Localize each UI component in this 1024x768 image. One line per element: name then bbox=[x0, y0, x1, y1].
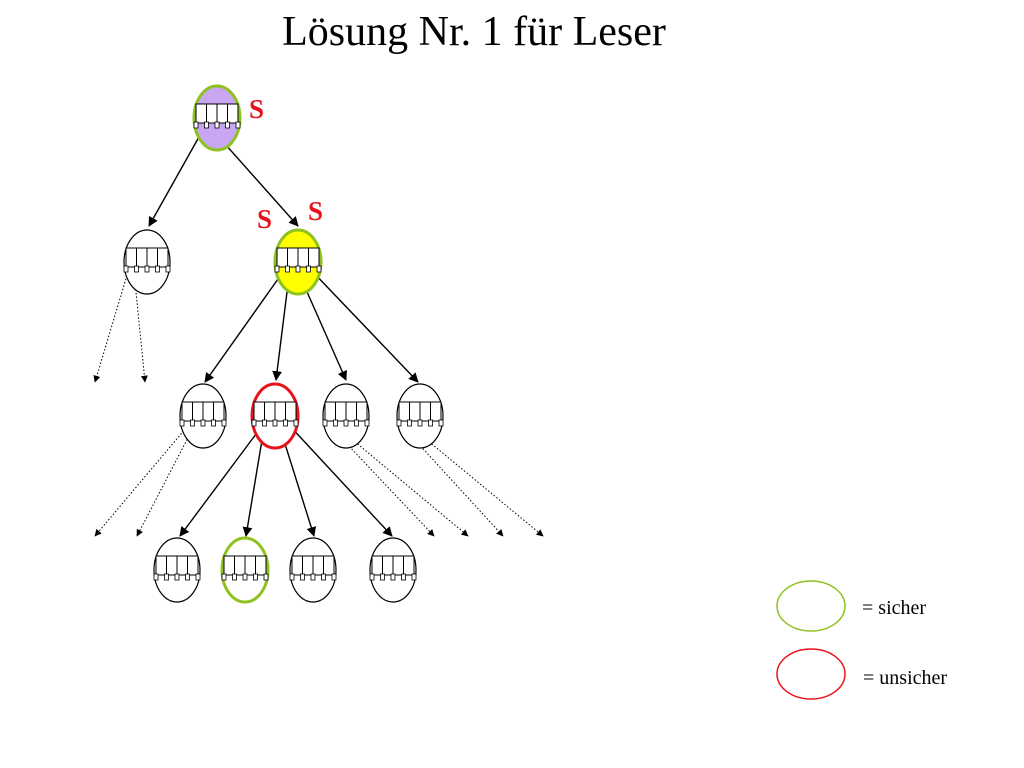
tree-edge bbox=[272, 275, 290, 381]
node-pointer-slot bbox=[438, 419, 444, 427]
node-pointer-slot bbox=[322, 419, 328, 427]
tree-edge-dotted bbox=[94, 427, 187, 537]
node-pointer-slot bbox=[242, 573, 248, 581]
node-pointer-slot bbox=[411, 573, 417, 581]
tree-edge-dotted bbox=[93, 271, 129, 383]
legend: = sicher = unsicher bbox=[776, 580, 947, 700]
node-pointer-slot bbox=[190, 419, 195, 427]
node-pointer-slot bbox=[293, 419, 299, 427]
node-pointer-slot bbox=[428, 419, 433, 427]
node-pointer-slot bbox=[221, 419, 227, 427]
node-pointer-slot bbox=[144, 265, 150, 273]
node-pointer-slot bbox=[164, 573, 169, 581]
lock-label-l1-left: S bbox=[257, 204, 272, 234]
node-pointer-slot bbox=[123, 265, 129, 273]
tree-node-l1-right bbox=[273, 228, 323, 296]
legend-safe-swatch bbox=[776, 580, 846, 632]
node-pointer-slot bbox=[321, 573, 326, 581]
node-pointer-slot bbox=[165, 265, 171, 273]
node-pointer-slot bbox=[283, 419, 288, 427]
node-pointer-slot bbox=[214, 121, 220, 129]
tree-node-l2-4 bbox=[396, 383, 444, 449]
tree-edge-dotted bbox=[335, 425, 469, 537]
node-pointer-slot bbox=[417, 419, 423, 427]
node-pointer-slot bbox=[274, 265, 280, 273]
node-pointer-slot bbox=[174, 573, 180, 581]
tree-node-l3-4 bbox=[369, 537, 417, 603]
node-pointer-slot bbox=[211, 419, 216, 427]
tree-edge bbox=[299, 275, 347, 381]
node-pointer-slot bbox=[407, 419, 412, 427]
tree-edge bbox=[310, 269, 419, 383]
tree-node-l3-2 bbox=[220, 536, 270, 604]
tree-node-l1-left bbox=[123, 229, 171, 295]
tree-edge bbox=[242, 427, 265, 537]
tree-edge bbox=[204, 271, 284, 383]
node-pointer-slot bbox=[272, 419, 278, 427]
tree-node-l2-1 bbox=[179, 383, 227, 449]
tree-edge bbox=[179, 425, 263, 537]
tree-edge bbox=[148, 127, 205, 227]
tree-edges bbox=[93, 125, 544, 537]
node-pointer-slot bbox=[155, 265, 160, 273]
tree-node-l3-3 bbox=[289, 537, 337, 603]
node-pointer-slot bbox=[262, 419, 267, 427]
node-pointer-slot bbox=[369, 573, 375, 581]
node-pointer-slot bbox=[295, 265, 301, 273]
tree-edge-dotted bbox=[409, 425, 544, 537]
node-pointer-slot bbox=[179, 419, 185, 427]
node-pointer-slot bbox=[153, 573, 159, 581]
node-pointer-slot bbox=[289, 573, 295, 581]
legend-safe-label: = sicher bbox=[862, 597, 926, 619]
node-pointer-slot bbox=[200, 419, 206, 427]
tree-edge bbox=[287, 423, 393, 537]
tree-edge-dotted bbox=[136, 429, 193, 537]
page-title: Lösung Nr. 1 für Leser bbox=[282, 9, 666, 55]
node-pointer-slot bbox=[343, 419, 349, 427]
node-pointer-slot bbox=[333, 419, 338, 427]
lock-label-l1-right: S bbox=[308, 196, 323, 226]
node-pointer-slot bbox=[316, 265, 322, 273]
legend-unsafe-swatch bbox=[776, 648, 846, 700]
node-pointer-slot bbox=[390, 573, 396, 581]
node-pointer-slot bbox=[285, 265, 290, 273]
legend-unsafe-label: = unsicher bbox=[863, 667, 947, 689]
node-pointer-slot bbox=[221, 573, 227, 581]
node-pointer-slot bbox=[306, 265, 311, 273]
node-pointer-slot bbox=[225, 121, 230, 129]
node-pointer-slot bbox=[380, 573, 385, 581]
node-pointer-slot bbox=[396, 419, 402, 427]
node-pointer-slot bbox=[232, 573, 237, 581]
node-pointer-slot bbox=[263, 573, 269, 581]
lock-label-root: S bbox=[249, 94, 264, 124]
node-pointer-slot bbox=[354, 419, 359, 427]
node-pointer-slot bbox=[310, 573, 316, 581]
node-pointer-slot bbox=[300, 573, 305, 581]
node-pointer-slot bbox=[193, 121, 199, 129]
node-pointer-slot bbox=[235, 121, 241, 129]
tree-nodes bbox=[123, 84, 444, 604]
node-pointer-slot bbox=[251, 419, 257, 427]
node-pointer-slot bbox=[204, 121, 209, 129]
node-pointer-slot bbox=[185, 573, 190, 581]
tree-node-root bbox=[192, 84, 242, 152]
node-pointer-slot bbox=[134, 265, 139, 273]
node-pointer-slot bbox=[364, 419, 370, 427]
tree-node-l2-3 bbox=[322, 383, 370, 449]
node-pointer-slot bbox=[253, 573, 258, 581]
node-pointer-slot bbox=[195, 573, 201, 581]
tree-node-l2-2 bbox=[250, 382, 300, 450]
node-pointer-slot bbox=[401, 573, 406, 581]
tree-node-l3-1 bbox=[153, 537, 201, 603]
node-pointer-slot bbox=[331, 573, 337, 581]
